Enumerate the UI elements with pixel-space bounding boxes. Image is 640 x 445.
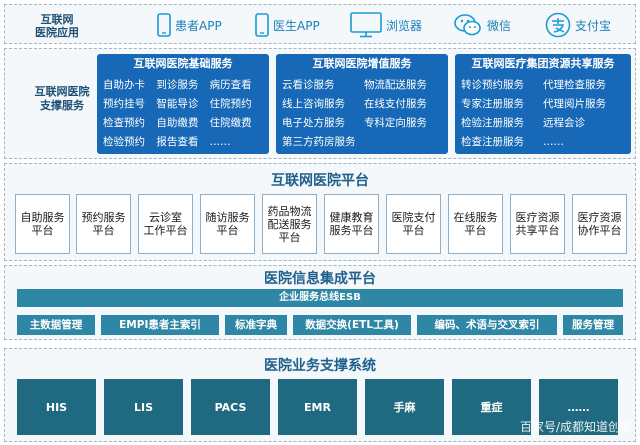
app-item-alipay: 支付宝 <box>545 11 611 39</box>
integration-module: EMPI患者主索引 <box>101 315 219 335</box>
business-layer-panel: 医院业务支撑系统 HIS LIS PACS EMR 手麻 重症 …… <box>4 348 636 442</box>
svc-item: 报告查看 <box>156 136 199 148</box>
integration-module: 数据交换(ETL工具) <box>293 315 411 335</box>
svc-item: 自助办卡 <box>103 79 145 91</box>
app-item-label: 支付宝 <box>575 18 612 33</box>
integration-module: 主数据管理 <box>17 315 95 335</box>
svc-item: 代理阅片服务 <box>543 98 606 110</box>
platform-item: 在线服务 平台 <box>448 194 503 254</box>
svc-item: 代理检查服务 <box>543 79 606 91</box>
svc-item: 检验注册服务 <box>461 117 524 129</box>
basic-services-box: 互联网医院基础服务 自助办卡 到诊服务 病历查看 预约挂号 智能导诊 住院预约 … <box>97 54 269 154</box>
integration-module: 编码、术语与交叉索引 <box>417 315 557 335</box>
svc-item: 预约挂号 <box>103 98 145 110</box>
integration-module: 服务管理 <box>563 315 623 335</box>
esb-bar: 企业服务总线ESB <box>17 289 623 307</box>
platform-item: 医疗资源 共享平台 <box>510 194 565 254</box>
system-box-pacs: PACS <box>191 379 270 435</box>
svc-item: 自助缴费 <box>156 117 199 129</box>
resource-sharing-services-box: 互联网医疗集团资源共享服务 转诊预约服务 代理检查服务 专家注册服务 代理阅片服… <box>455 54 631 154</box>
platform-item: 预约服务 平台 <box>76 194 131 254</box>
platform-item: 自助服务 平台 <box>15 194 70 254</box>
alipay-icon <box>545 12 571 38</box>
platform-item: 医院支付 平台 <box>386 194 441 254</box>
mobile-phone-icon <box>157 13 171 37</box>
svc-items: 云看诊服务 物流配送服务 线上咨询服务 在线支付服务 电子处方服务 专科定向服务… <box>276 76 448 150</box>
platform-layer-title: 互联网医院平台 <box>271 173 369 189</box>
platform-item: 医疗资源 协作平台 <box>572 194 627 254</box>
integration-module: 标准字典 <box>225 315 287 335</box>
svc-box-title: 互联网医院基础服务 <box>133 57 233 70</box>
watermark-text: 百家号/成都知道创宇 <box>519 420 632 434</box>
svc-item: 远程会诊 <box>543 117 585 129</box>
system-box-his: HIS <box>17 379 96 435</box>
svc-item: 物流配送服务 <box>363 79 427 91</box>
system-box-emr: EMR <box>278 379 357 435</box>
app-item-wechat: 微信 <box>453 11 511 39</box>
app-layer-title: 互联网 医院应用 <box>35 13 79 39</box>
svc-item: 检验预约 <box>103 136 145 148</box>
svc-item: 线上咨询服务 <box>282 98 345 110</box>
svc-item: 病历查看 <box>209 79 252 91</box>
svc-item: 专科定向服务 <box>363 117 427 129</box>
support-layer-title: 互联网医院 支撑服务 <box>34 85 90 112</box>
platform-layer-panel: 互联网医院平台 自助服务 平台 预约服务 平台 云诊室 工作平台 随访服务 平台… <box>4 163 636 261</box>
system-box-icu: 重症 <box>452 379 531 435</box>
svc-box-title: 互联网医院增值服务 <box>312 57 412 70</box>
wechat-icon <box>454 14 481 36</box>
system-box-anesthesia: 手麻 <box>365 379 444 435</box>
svc-items: 转诊预约服务 代理检查服务 专家注册服务 代理阅片服务 检验注册服务 远程会诊 … <box>455 76 631 150</box>
svc-item: 住院预约 <box>209 98 252 110</box>
mobile-phone-icon <box>255 13 269 37</box>
platform-item: 健康教育 服务平台 <box>324 194 379 254</box>
system-box-lis: LIS <box>104 379 183 435</box>
svc-item: 转诊预约服务 <box>461 79 524 91</box>
app-item-doctor: 医生APP <box>255 11 320 39</box>
svc-item: 第三方药房服务 <box>282 136 356 148</box>
platform-item: 随访服务 平台 <box>200 194 255 254</box>
business-layer-title: 医院业务支撑系统 <box>264 358 376 374</box>
svc-item: 云看诊服务 <box>282 79 335 91</box>
svc-item: …… <box>209 136 231 148</box>
app-layer-panel: 互联网 医院应用 患者APP 医生APP 浏览器 微信 <box>4 4 636 44</box>
integration-layer-panel: 医院信息集成平台 企业服务总线ESB 主数据管理 EMPI患者主索引 标准字典 … <box>4 265 636 340</box>
value-added-services-box: 互联网医院增值服务 云看诊服务 物流配送服务 线上咨询服务 在线支付服务 电子处… <box>276 54 448 154</box>
svc-item: …… <box>543 136 564 148</box>
svc-item <box>364 133 442 152</box>
svc-item: 电子处方服务 <box>282 117 345 129</box>
svc-item: 住院缴费 <box>209 117 252 129</box>
integration-layer-title: 医院信息集成平台 <box>264 271 376 287</box>
platform-item: 药品物流 配送服务 平台 <box>262 194 317 254</box>
app-item-label: 医生APP <box>273 18 320 33</box>
system-box-more: …… <box>539 379 618 435</box>
support-layer-panel: 互联网医院 支撑服务 互联网医院基础服务 自助办卡 到诊服务 病历查看 预约挂号… <box>4 48 636 159</box>
svc-item: 专家注册服务 <box>461 98 524 110</box>
svc-item: 检查预约 <box>103 117 145 129</box>
svc-item: 在线支付服务 <box>363 98 427 110</box>
svc-item: 智能导诊 <box>156 98 199 110</box>
app-item-patient: 患者APP <box>157 11 222 39</box>
svc-item: 到诊服务 <box>156 79 199 91</box>
desktop-monitor-icon <box>350 12 382 38</box>
svc-box-title: 互联网医疗集团资源共享服务 <box>471 57 615 70</box>
app-item-label: 患者APP <box>175 18 222 33</box>
app-item-label: 浏览器 <box>386 18 423 33</box>
platform-item: 云诊室 工作平台 <box>138 194 193 254</box>
svc-item: 检查注册服务 <box>461 136 524 148</box>
app-item-label: 微信 <box>487 18 512 33</box>
app-item-browser: 浏览器 <box>350 11 422 39</box>
svc-items: 自助办卡 到诊服务 病历查看 预约挂号 智能导诊 住院预约 检查预约 自助缴费 … <box>97 76 269 150</box>
